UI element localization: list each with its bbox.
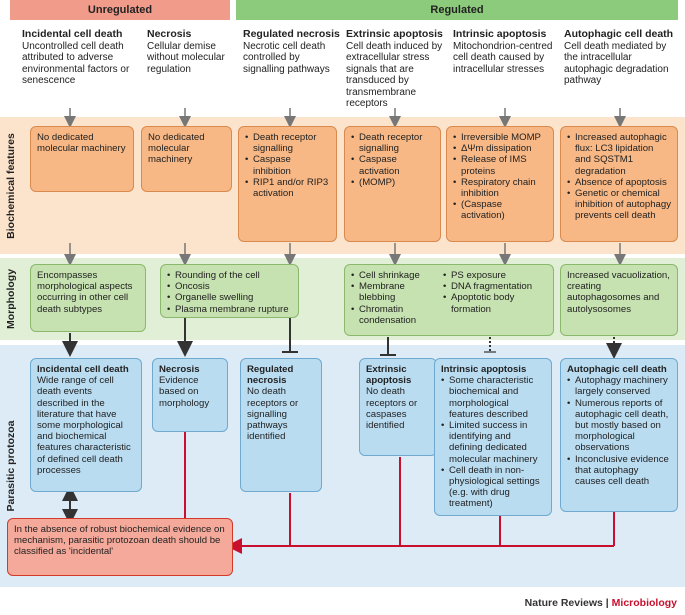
regulated-header: Regulated [236,0,678,20]
conclusion-box: In the absence of robust biochemical evi… [7,518,233,576]
unregulated-header: Unregulated [10,0,230,20]
biochem-intrinsic-apoptosis: Irreversible MOMPΔΨm dissipationRelease … [446,126,554,242]
biochem-regulated-necrosis: Death receptor signallingCaspase inhibit… [238,126,337,242]
biochem-autophagic: Increased autophagic flux: LC3 lipidatio… [560,126,678,242]
morph-incidental: Encompasses morphological aspects occurr… [30,264,146,332]
biochem-incidental: No dedicated molecular machinery [30,126,134,192]
morph-apoptosis: Cell shrinkageMembrane blebbingChromatin… [344,264,554,336]
protozoa-autophagic: Autophagic cell death Autophagy machiner… [560,358,678,512]
morph-necrosis: Rounding of the cellOncosisOrganelle swe… [160,264,299,318]
biochem-extrinsic-apoptosis: Death receptor signallingCaspase activat… [344,126,441,242]
biochem-necrosis: No dedicated molecular machinery [141,126,232,192]
protozoa-intrinsic-apoptosis: Intrinsic apoptosis Some characteristic … [434,358,552,516]
morph-autophagic: Increased vacuolization, creating autoph… [560,264,678,336]
journal-credit: Nature Reviews | Microbiology [524,597,677,609]
